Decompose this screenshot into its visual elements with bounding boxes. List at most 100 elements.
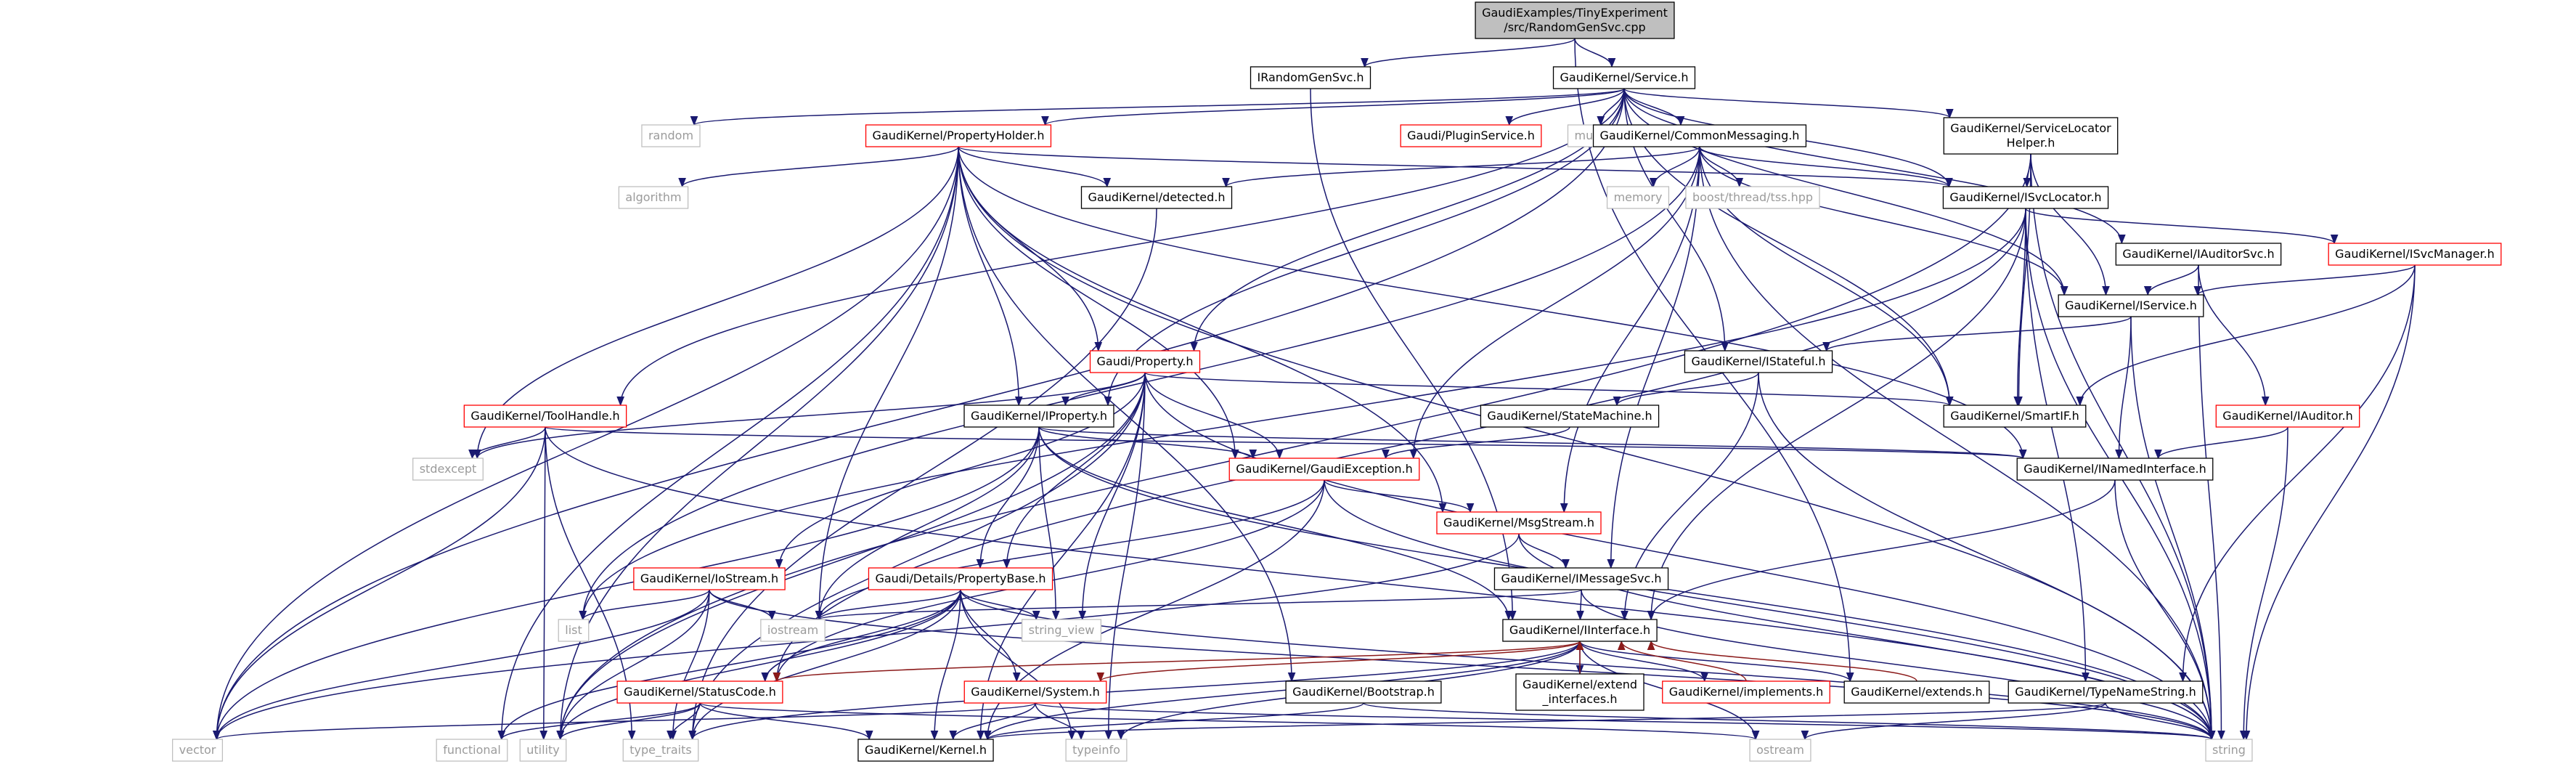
node-smartif[interactable]: GaudiKernel/SmartIF.h [1943,405,2087,428]
node-msgstream[interactable]: GaudiKernel/MsgStream.h [1436,511,1602,535]
edge-iinterface-to-system [1096,641,1581,683]
node-propertybase[interactable]: Gaudi/Details/PropertyBase.h [868,567,1053,590]
edge-service-to-commonmsg [1623,88,1685,126]
edge-iostreamh-to-vector [213,589,710,741]
node-label-statuscode: GaudiKernel/StatusCode.h [624,685,776,699]
node-toolhandle[interactable]: GaudiKernel/ToolHandle.h [463,405,627,428]
node-label-service: GaudiKernel/Service.h [1560,70,1689,84]
edge-iproperty-to-inamedif [1038,426,2026,460]
edge-propholder-to-detected [958,146,1112,188]
node-iinterface[interactable]: GaudiKernel/IInterface.h [1502,619,1658,642]
node-label-msgstream: GaudiKernel/MsgStream.h [1443,516,1594,529]
edge-iinterface-to-extends [1579,641,1854,683]
node-iproperty[interactable]: GaudiKernel/IProperty.h [963,405,1114,428]
node-detected[interactable]: GaudiKernel/detected.h [1080,186,1233,209]
edge-isvclocator-to-typenamestring [2025,208,2090,683]
node-box-utility [519,739,567,762]
edge-propholder-to-vector [213,146,959,741]
node-box-detected [1080,186,1233,209]
edge-inamedif-to-string [2114,479,2216,741]
edge-property-to-iproperty [1061,372,1146,407]
node-label-svclochelper-0: GaudiKernel/ServiceLocator [1950,121,2111,135]
node-irandom[interactable]: IRandomGenSvc.h [1250,66,1371,89]
node-iservice[interactable]: GaudiKernel/IService.h [2058,294,2204,317]
node-extendif[interactable]: GaudiKernel/extend_interfaces.h [1515,673,1644,711]
edge-property-to-kernel [977,372,1146,741]
node-label-iostream: iostream [767,623,818,637]
node-label-algorithm: algorithm [625,190,681,204]
edge-property-to-gaudiexc [1144,372,1284,460]
node-system[interactable]: GaudiKernel/System.h [963,680,1107,704]
node-label-commonmsg: GaudiKernel/CommonMessaging.h [1600,129,1800,142]
node-label-smartif: GaudiKernel/SmartIF.h [1950,409,2079,423]
edge-isvclocator-to-list [579,208,2026,621]
node-service[interactable]: GaudiKernel/Service.h [1552,66,1696,89]
edge-statuscode-to-functional [497,702,701,741]
edge-statuscode-to-ostream [699,702,1759,741]
node-box-random [641,124,701,147]
node-statemachine[interactable]: GaudiKernel/StateMachine.h [1480,405,1660,428]
node-box-smartif [1943,405,2087,428]
node-box-root [1475,1,1675,39]
node-gaudiexc[interactable]: GaudiKernel/GaudiException.h [1228,458,1420,481]
node-label-isvclocator: GaudiKernel/ISvcLocator.h [1949,190,2101,204]
edge-toolhandle-to-utility [539,426,548,741]
edges-layer [213,38,2416,741]
node-typeinfo: typeinfo [1065,739,1128,762]
node-iostreamh[interactable]: GaudiKernel/IoStream.h [633,567,786,590]
node-statuscode[interactable]: GaudiKernel/StatusCode.h [616,680,783,704]
node-label-detected: GaudiKernel/detected.h [1088,190,1225,204]
node-boosttss: boost/thread/tss.hpp [1685,186,1820,209]
edge-commonmsg-to-string [1699,146,2216,741]
node-inamedif[interactable]: GaudiKernel/INamedInterface.h [2016,458,2214,481]
node-box-iauditor [2215,405,2360,428]
edge-msgstream-to-imessagesvc [1518,533,1570,569]
edge-commonmsg-to-boosttss [1699,146,1744,188]
edge-imessagesvc-to-iinterface [1576,589,1584,621]
node-string_view: string_view [1021,619,1102,642]
node-typenamestring[interactable]: GaudiKernel/TypeNameString.h [2008,680,2204,704]
edge-propholder-to-iostream [815,146,959,621]
edge-istateful-to-string [1758,372,2216,741]
node-iauditorsvc[interactable]: GaudiKernel/IAuditorSvc.h [2115,243,2282,266]
edge-propertybase-to-string_view [960,589,1040,621]
node-box-statemachine [1480,405,1660,428]
node-label-svclochelper-1: Helper.h [2007,136,2055,150]
edge-service-to-svclochelper [1623,88,1954,119]
node-label-system: GaudiKernel/System.h [971,685,1100,699]
node-box-iinterface [1502,619,1658,642]
node-pluginsvc[interactable]: Gaudi/PluginService.h [1400,124,1542,147]
node-root[interactable]: GaudiExamples/TinyExperiment/src/RandomG… [1475,1,1675,39]
node-string: string [2205,739,2253,762]
node-isvclocator[interactable]: GaudiKernel/ISvcLocator.h [1942,186,2109,209]
edge-iproperty-to-gaudiexc [1038,426,1257,460]
node-bootstrap[interactable]: GaudiKernel/Bootstrap.h [1285,680,1442,704]
node-isvcmanager[interactable]: GaudiKernel/ISvcManager.h [2328,243,2502,266]
node-label-gaudiexc: GaudiKernel/GaudiException.h [1236,462,1413,476]
node-label-irandom: IRandomGenSvc.h [1258,70,1364,84]
node-random: random [641,124,701,147]
node-label-stdexcept: stdexcept [420,462,477,476]
edge-system-to-kernel [949,702,1036,741]
node-label-vector: vector [179,743,216,757]
edge-msgstream-to-vector [213,533,1520,741]
node-implements[interactable]: GaudiKernel/implements.h [1662,680,1830,704]
edge-istateful-to-statemachine [1613,372,1759,407]
node-istateful[interactable]: GaudiKernel/IStateful.h [1684,350,1833,373]
node-extends[interactable]: GaudiKernel/extends.h [1843,680,1990,704]
node-label-toolhandle: GaudiKernel/ToolHandle.h [470,409,619,423]
node-box-isvclocator [1942,186,2109,209]
node-commonmsg[interactable]: GaudiKernel/CommonMessaging.h [1592,124,1807,147]
node-box-propholder [865,124,1052,147]
node-imessagesvc[interactable]: GaudiKernel/IMessageSvc.h [1493,567,1669,590]
edge-iostreamh-to-utility [556,589,710,741]
edge-propertybase-to-type_traits [688,589,961,741]
node-ostream: ostream [1749,739,1811,762]
node-kernel[interactable]: GaudiKernel/Kernel.h [857,739,994,762]
node-property[interactable]: Gaudi/Property.h [1089,350,1201,373]
node-propholder[interactable]: GaudiKernel/PropertyHolder.h [865,124,1052,147]
node-box-type_traits [622,739,699,762]
edge-imessagesvc-to-iostream [815,589,1582,621]
node-iauditor[interactable]: GaudiKernel/IAuditor.h [2215,405,2360,428]
